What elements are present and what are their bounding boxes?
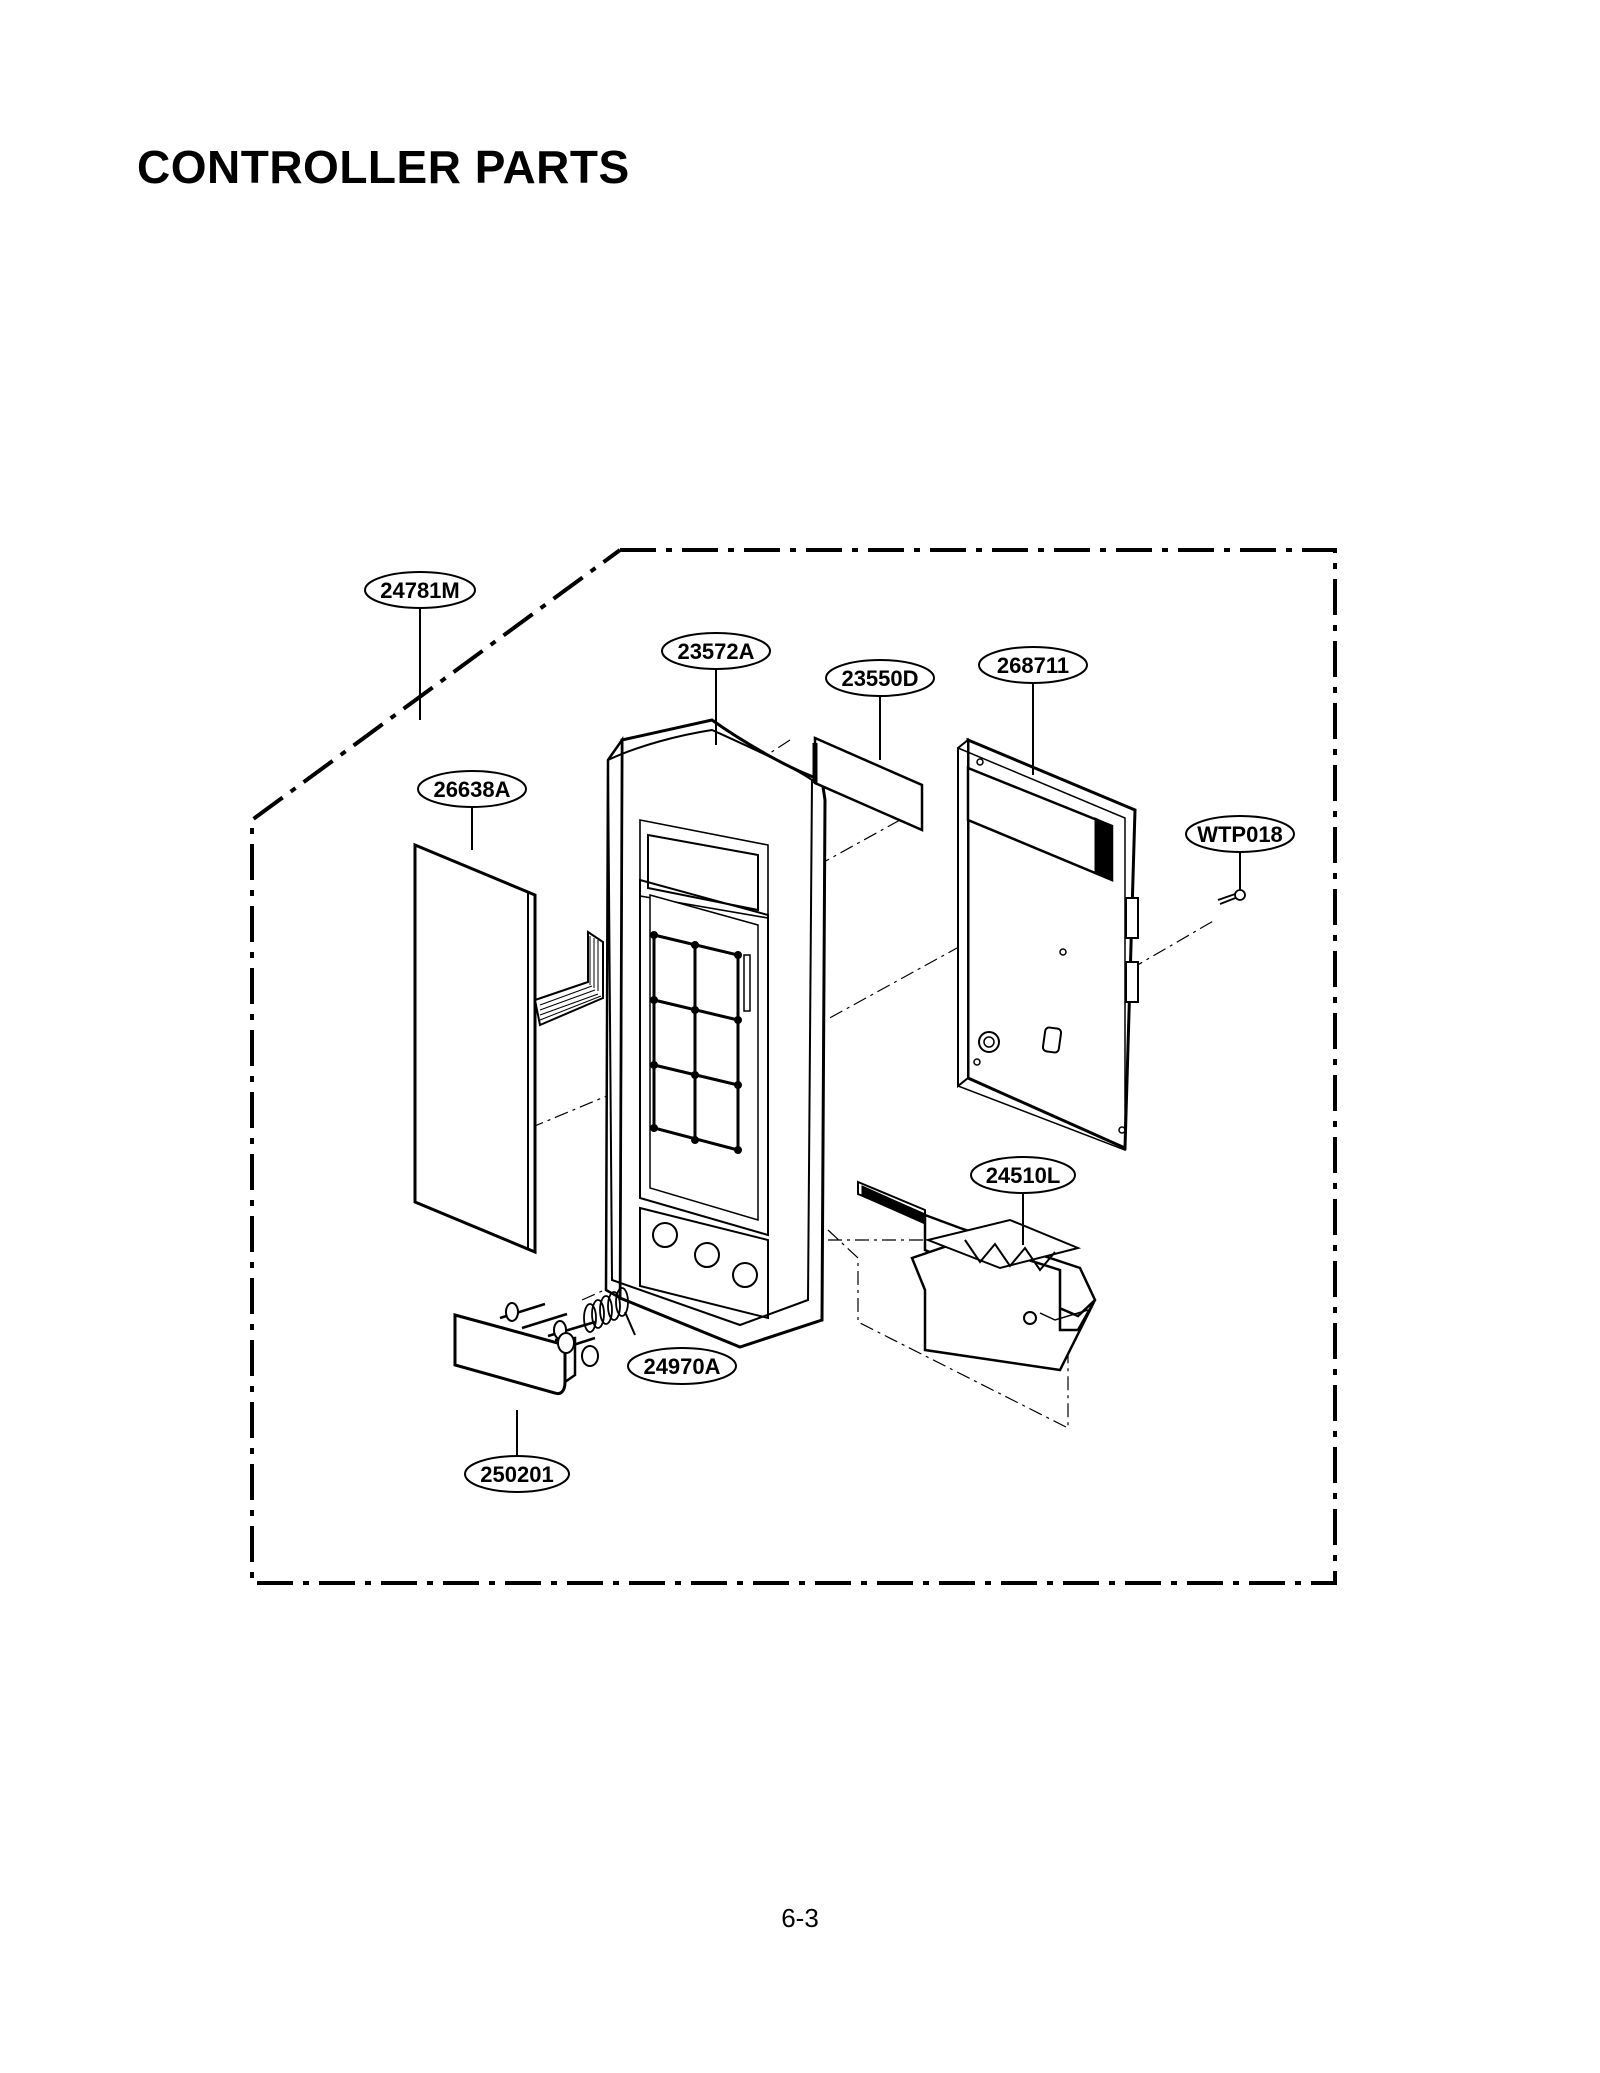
callout-wtp018: WTP018	[1185, 815, 1295, 853]
svg-text:24510L: 24510L	[986, 1163, 1061, 1188]
assembly-boundary	[250, 548, 1337, 1585]
callout-26638a: 26638A	[417, 770, 527, 808]
callout-268711: 268711	[978, 646, 1088, 684]
callouts: 24781M 23572A 23550D 268711 26638A WTP01…	[364, 571, 1295, 1493]
membrane-switch-sheet	[413, 842, 604, 1255]
svg-text:268711: 268711	[997, 653, 1069, 678]
svg-text:24970A: 24970A	[643, 1354, 720, 1379]
svg-text:WTP018: WTP018	[1197, 822, 1283, 847]
svg-text:23550D: 23550D	[841, 666, 918, 691]
callout-leader-lines	[419, 604, 1241, 1455]
callout-23572a: 23572A	[661, 632, 771, 670]
callout-24781m: 24781M	[364, 571, 476, 609]
page-number: 6-3	[781, 1903, 819, 1933]
control-panel-frame	[604, 718, 827, 1349]
screw-wtp018	[1217, 889, 1246, 905]
callout-250201: 250201	[464, 1455, 570, 1493]
svg-text:26638A: 26638A	[433, 777, 510, 802]
pcb-assembly	[957, 737, 1139, 1152]
svg-text:250201: 250201	[480, 1462, 553, 1487]
door-open-button	[453, 1302, 599, 1396]
svg-text:23572A: 23572A	[677, 639, 754, 664]
callout-24970a: 24970A	[627, 1347, 737, 1385]
svg-text:24781M: 24781M	[380, 578, 460, 603]
display-filter	[812, 736, 924, 832]
spring	[583, 1287, 629, 1333]
callout-23550d: 23550D	[825, 659, 935, 697]
callout-24510l: 24510L	[970, 1156, 1076, 1194]
page-title: CONTROLLER PARTS	[137, 141, 630, 193]
door-release-lever	[857, 1180, 1097, 1372]
